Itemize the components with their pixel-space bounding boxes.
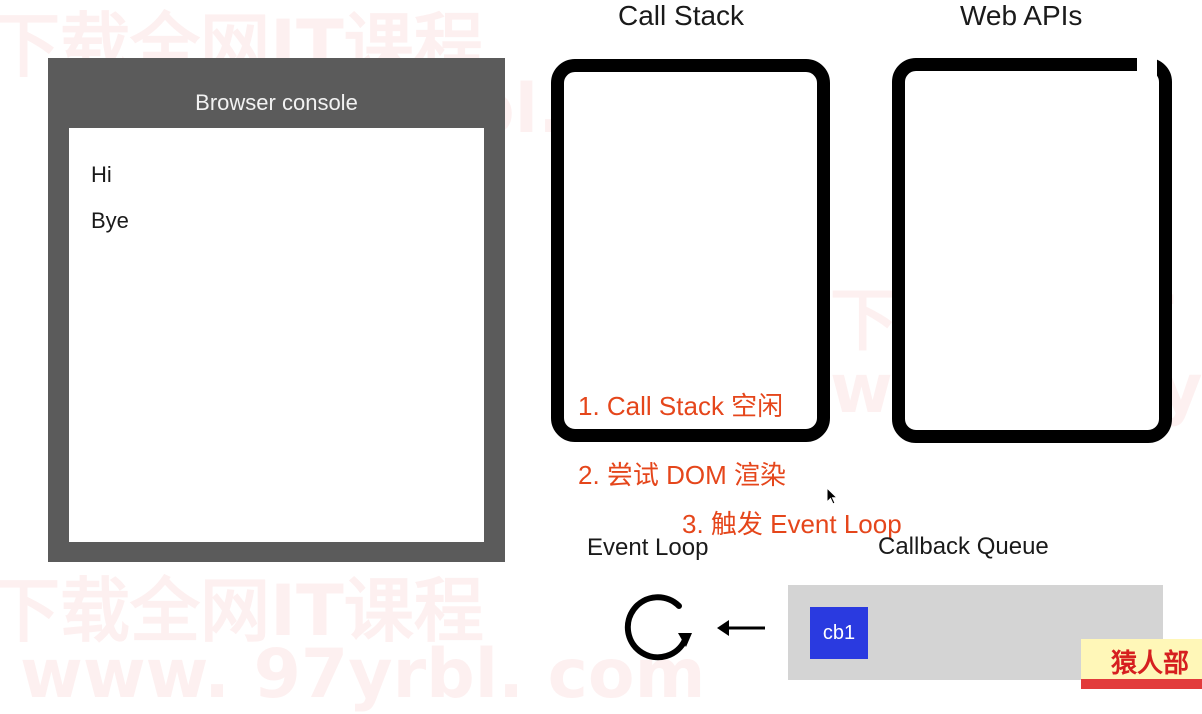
loop-arrow-icon bbox=[624, 594, 692, 661]
console-output: Hi Bye bbox=[69, 128, 484, 542]
console-line: Hi bbox=[91, 162, 112, 187]
annotation-step-3: 3. 触发 Event Loop bbox=[682, 509, 902, 539]
watermark-url-bottom: www. 97yrbl. com bbox=[20, 635, 706, 714]
console-line: Bye bbox=[91, 208, 129, 233]
annotation-step-2: 2. 尝试 DOM 渲染 bbox=[578, 460, 787, 490]
brand-strip bbox=[1081, 679, 1202, 689]
web-apis-title: Web APIs bbox=[960, 0, 1083, 31]
brand-text: 猿人部 bbox=[1111, 649, 1190, 679]
web-apis-box bbox=[892, 58, 1172, 443]
callback-queue-label: Callback Queue bbox=[878, 533, 1049, 560]
brand-badge: 猿人部 bbox=[1081, 639, 1202, 689]
call-stack-title: Call Stack bbox=[618, 0, 745, 31]
watermark-bottom-left: 下载全网IT课程 bbox=[0, 570, 484, 652]
left-arrow-icon bbox=[717, 620, 765, 636]
web-apis-cutout bbox=[1137, 58, 1157, 122]
console-title: Browser console bbox=[195, 90, 358, 115]
call-stack-box bbox=[551, 59, 830, 442]
event-loop-label: Event Loop bbox=[587, 534, 709, 561]
annotation-step-1: 1. Call Stack 空闲 bbox=[578, 391, 784, 421]
browser-console: Browser console Hi Bye bbox=[48, 58, 505, 562]
mouse-cursor-icon bbox=[826, 487, 839, 505]
queue-item-cb1: cb1 bbox=[810, 607, 868, 659]
